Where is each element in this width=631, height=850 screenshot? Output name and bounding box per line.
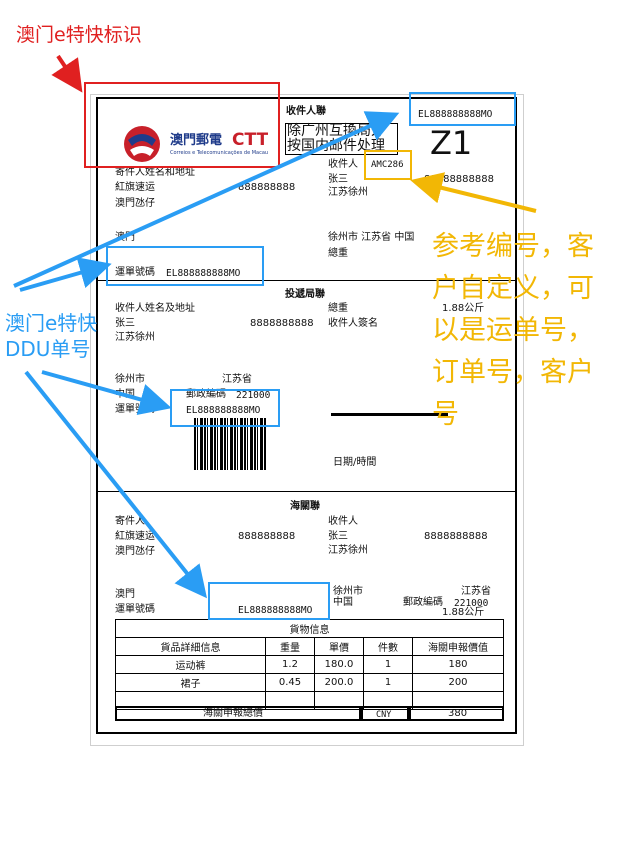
customs-postcode: 221000 bbox=[454, 598, 489, 609]
ddu-arrow-2 bbox=[41, 370, 172, 415]
customs-notice-line1: 除广州互換局外 bbox=[287, 123, 385, 139]
total-label-cell: 海關申報總價 bbox=[115, 706, 361, 721]
reference-code: AMC286 bbox=[371, 160, 404, 170]
total-label: 海關申報總價 bbox=[203, 708, 263, 719]
reference-arrow bbox=[410, 172, 537, 213]
customs-copy-title: 海關聯 bbox=[290, 501, 320, 512]
receiver-phone: 88888888888 bbox=[424, 174, 494, 185]
sender-phone: 888888888 bbox=[238, 182, 296, 193]
ddu-arrow-1 bbox=[19, 257, 112, 292]
customs-waybill-label: 運單號碼 bbox=[115, 604, 155, 615]
signature-label: 收件人簽名 bbox=[328, 318, 378, 329]
label-frame bbox=[96, 97, 517, 734]
logo-brand-ctt: CTT bbox=[232, 130, 269, 150]
customs-sender-label: 寄件人 bbox=[115, 516, 145, 527]
reference-annotation: 参考编号，客 户自定义，可 以是运单号， 订单号，客户 号 bbox=[432, 226, 594, 436]
delivery-copy-title: 投遞局聯 bbox=[285, 289, 325, 300]
delivery-waybill-label: 運單號碼 bbox=[115, 404, 155, 415]
delivery-receiver-address: 江苏徐州 bbox=[115, 332, 155, 343]
receiver-name: 张三 bbox=[328, 174, 348, 185]
section-divider-1 bbox=[97, 280, 516, 281]
total-value-cell: 380 bbox=[409, 706, 504, 721]
delivery-weight-label: 總重 bbox=[328, 303, 348, 314]
customs-receiver-name: 张三 bbox=[328, 531, 348, 542]
sender-address: 澳門氹仔 bbox=[115, 198, 155, 209]
receiver-copy-title: 收件人聯 bbox=[286, 106, 326, 117]
goods-table: 貨物信息 貨品詳細信息 重量 單價 件數 海關申報價值 运动裤 1.2 180.… bbox=[115, 619, 504, 710]
delivery-receiver-name: 张三 bbox=[115, 318, 135, 329]
section-divider-2 bbox=[97, 491, 516, 492]
reference-annotation-line: 号 bbox=[432, 399, 459, 430]
customs-province: 江苏省 bbox=[461, 586, 491, 597]
tracking-top-highlight bbox=[409, 92, 516, 126]
logo-brand-sub: Correios e Telecomunicações de Macau bbox=[170, 150, 269, 156]
customs-sender-phone: 888888888 bbox=[238, 531, 296, 542]
customs-receiver-address: 江苏徐州 bbox=[328, 545, 368, 556]
receiver-address: 江苏徐州 bbox=[328, 187, 368, 198]
delivery-waybill-number: EL888888888MO bbox=[186, 405, 261, 416]
ddu-annotation-line1: 澳门e特快 bbox=[5, 311, 98, 335]
customs-receiver-label: 收件人 bbox=[328, 516, 358, 527]
customs-postcode-label: 郵政編碼 bbox=[403, 597, 443, 608]
sender-label: 寄件人姓名和地址 bbox=[115, 167, 195, 178]
delivery-receiver-phone: 8888888888 bbox=[250, 318, 314, 329]
ddu-arrow-3 bbox=[24, 370, 207, 599]
customs-sender-name: 紅旗速运 bbox=[115, 531, 155, 542]
receiver-city-line: 徐州市 江苏省 中国 bbox=[328, 232, 415, 243]
delivery-postcode: 221000 bbox=[236, 390, 271, 401]
tracking-number-top: EL888888888MO bbox=[418, 109, 493, 120]
ddu-annotation-line2: DDU单号 bbox=[5, 337, 91, 361]
logo-highlight-box bbox=[84, 82, 280, 168]
waybill-label: 運單號碼 bbox=[115, 267, 155, 278]
logo-brand-cn: 澳門郵電 bbox=[170, 133, 223, 148]
weight-label: 總重 bbox=[328, 248, 348, 259]
signature-line bbox=[331, 413, 448, 416]
logo-arrow bbox=[51, 54, 83, 93]
waybill-number: EL888888888MO bbox=[166, 268, 241, 279]
delivery-weight-value: 1.88公斤 bbox=[442, 303, 485, 314]
table-row bbox=[115, 691, 504, 710]
zone-code: Z1 bbox=[430, 124, 473, 162]
waybill-highlight-3 bbox=[208, 582, 330, 620]
date-time-label: 日期/時間 bbox=[333, 457, 377, 468]
currency-cell: CNY bbox=[361, 706, 409, 721]
reference-annotation-line: 户自定义，可 bbox=[432, 273, 594, 304]
delivery-postcode-label: 郵政編碼 bbox=[186, 389, 226, 400]
reference-annotation-line: 订单号，客户 bbox=[432, 357, 594, 388]
ctt-logo-icon bbox=[122, 124, 162, 164]
sender-name: 紅旗速运 bbox=[115, 182, 155, 193]
customs-notice-box: 除广州互換局外 按国内邮件处理 bbox=[285, 123, 398, 155]
total-value: 380 bbox=[448, 708, 468, 719]
delivery-province: 江苏省 bbox=[222, 374, 252, 385]
ddu-arrow-top bbox=[13, 111, 400, 288]
reference-annotation-line: 参考编号，客 bbox=[432, 231, 594, 262]
customs-waybill-number: EL888888888MO bbox=[238, 605, 313, 616]
customs-notice-line2: 按国内邮件处理 bbox=[287, 138, 385, 154]
delivery-city: 徐州市 bbox=[115, 374, 145, 385]
customs-sender-address: 澳門氹仔 bbox=[115, 546, 155, 557]
delivery-receiver-label: 收件人姓名及地址 bbox=[115, 303, 195, 314]
ddu-annotation: 澳门e特快 DDU单号 bbox=[5, 310, 97, 362]
reference-annotation-line: 以是运单号， bbox=[432, 315, 594, 346]
customs-city: 徐州市 bbox=[333, 586, 363, 597]
customs-receiver-phone: 8888888888 bbox=[424, 531, 488, 542]
currency-value: CNY bbox=[376, 710, 392, 720]
customs-country: 中国 bbox=[333, 597, 353, 608]
logo-annotation: 澳门e特快标识 bbox=[16, 24, 142, 46]
reference-highlight-box bbox=[364, 150, 412, 180]
receiver-label: 收件人 bbox=[328, 159, 358, 170]
goods-cell bbox=[412, 691, 504, 710]
customs-sender-city: 澳門 bbox=[115, 589, 135, 600]
customs-weight-value: 1.88公斤 bbox=[442, 607, 485, 618]
